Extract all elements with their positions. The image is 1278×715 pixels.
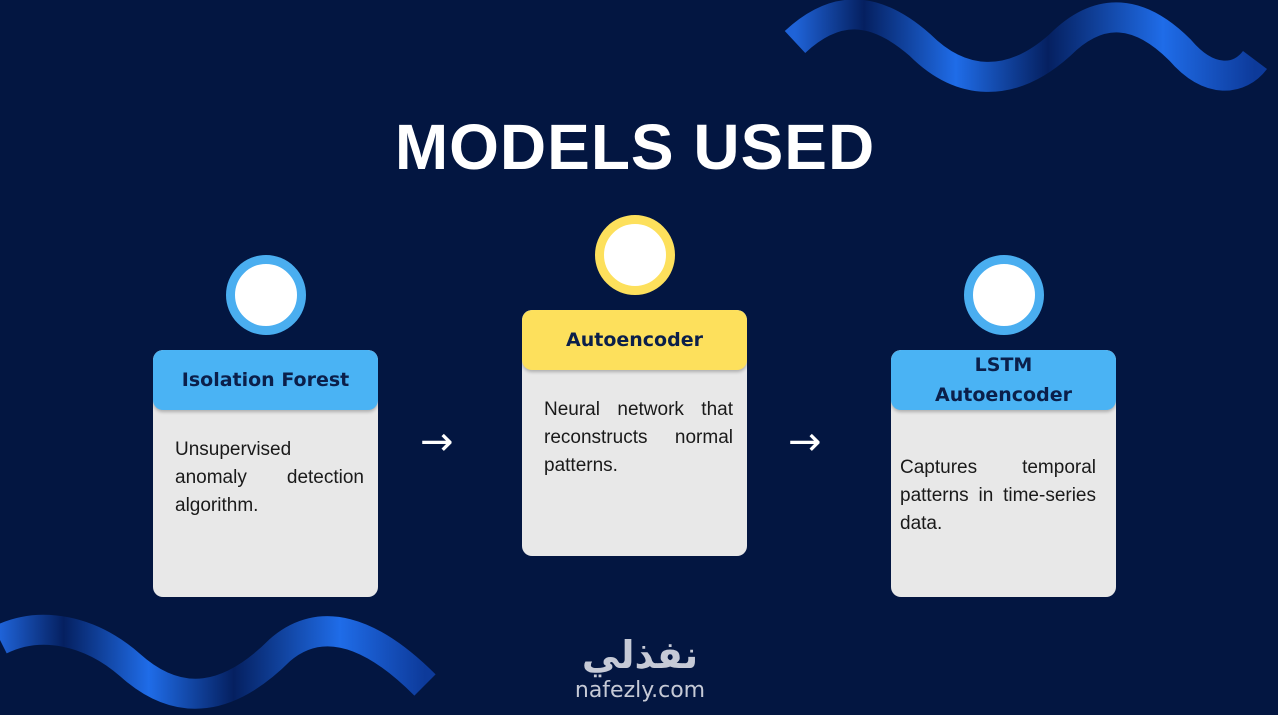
- model-card-isolation-forest: Isolation Forest Unsupervised anomaly de…: [153, 350, 378, 597]
- logo-arabic: نفذلي: [581, 633, 699, 677]
- card-title: LSTM Autoencoder: [891, 350, 1116, 410]
- card-title: Isolation Forest: [153, 350, 378, 410]
- bottom-wave: [0, 614, 436, 709]
- nafezly-logo: نفذلي nafezly.com: [560, 632, 720, 704]
- card-title: Autoencoder: [522, 310, 747, 370]
- model-card-lstm-autoencoder: LSTM Autoencoder Captures temporal patte…: [891, 350, 1116, 597]
- arrow-right-icon: →: [420, 419, 454, 465]
- circle-icon: [226, 255, 306, 335]
- logo-domain: nafezly.com: [574, 678, 706, 703]
- arrow-right-icon: →: [788, 419, 822, 465]
- card-description: Neural network that reconstructs normal …: [544, 399, 733, 476]
- circle-icon: [595, 215, 675, 295]
- model-card-autoencoder: Autoencoder Neural network that reconstr…: [522, 310, 747, 556]
- card-description: Unsupervised anomaly detection algorithm…: [175, 439, 364, 516]
- circle-icon: [964, 255, 1044, 335]
- top-wave: [784, 0, 1267, 92]
- card-description: Captures temporal patterns in time-serie…: [900, 457, 1096, 534]
- page-title: MODELS USED: [394, 111, 876, 183]
